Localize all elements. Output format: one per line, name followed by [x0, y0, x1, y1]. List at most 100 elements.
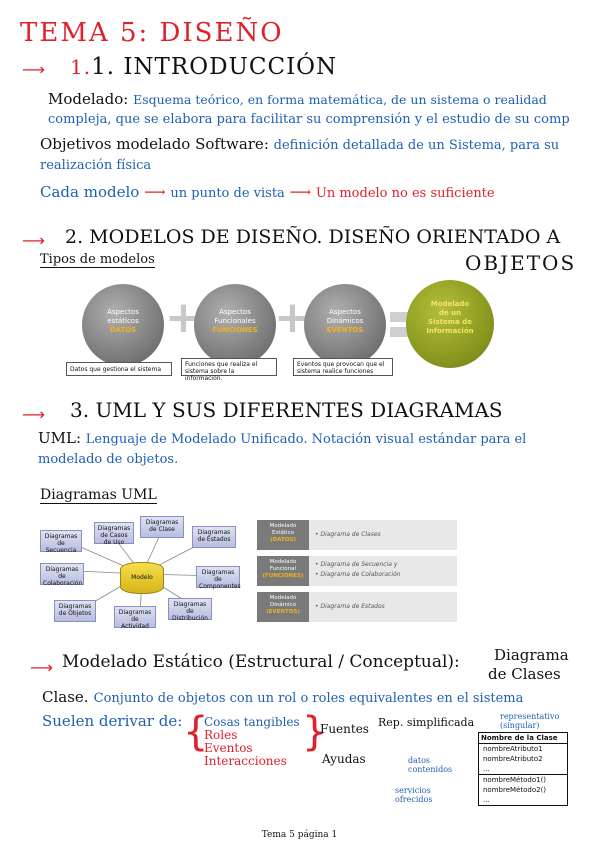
diagram-box: Diagramas de Clase [140, 516, 184, 538]
circle-line: Modelado [430, 300, 470, 308]
circle-line: Información [426, 327, 474, 335]
model-dark: Modelado Dinámico (EVENTOS) [257, 592, 309, 622]
circle-eventos: Aspectos Dinámicos EVENTOS [304, 284, 386, 366]
model-dark-line: Modelado [269, 595, 297, 601]
circle-line: Funcionales [214, 317, 256, 325]
model-light: • Diagrama de Estados [309, 592, 457, 622]
page-title: TEMA 5: DISEÑO [20, 18, 284, 48]
uml-line1: UML: Lenguaje de Modelado Unificado. Not… [38, 428, 598, 450]
diagram-box: Diagramas de Secuencia [40, 530, 82, 554]
circle-kw: DATOS [109, 326, 137, 334]
brace-right-icon: } [302, 709, 328, 755]
model-dark-line: Modelado [269, 523, 297, 529]
circle-line: estáticos [107, 317, 139, 325]
desc-datos: Datos que gestiona el sistema [66, 362, 172, 376]
de-clases-label: de Clases [488, 665, 561, 683]
section1-heading-text: 1. INTRODUCCIÓN [91, 54, 338, 80]
circle-line: Aspectos [329, 308, 361, 316]
model-dark-line: Funcional [269, 566, 297, 572]
model-dark: Modelado Funcional (FUNCIONES) [257, 556, 309, 586]
uml-method: ... [483, 796, 490, 804]
clase-label: Clase. [42, 688, 89, 706]
uml-attrs: nombreAtributo1 nombreAtributo2 ... [479, 744, 567, 775]
model-kw: (DATOS) [270, 537, 296, 543]
uml-attr: nombreAtributo2 [483, 755, 543, 763]
uml-method: nombreMétodo1() [483, 776, 547, 784]
suelen-derivar: Suelen derivar de: [42, 712, 183, 730]
diagram-box: Diagramas de Estados [192, 526, 236, 548]
modelo-cylinder: Modelo [120, 562, 164, 594]
model-item: • Diagrama de Clases [315, 531, 381, 538]
punto-de-vista: un punto de vista [170, 186, 285, 201]
model-kw: (FUNCIONES) [262, 573, 304, 579]
uml-class-name: Nombre de la Clase [479, 733, 567, 744]
desc-funciones: Funciones que realiza el sistema sobre l… [181, 358, 277, 382]
model-row-funcional: Modelado Funcional (FUNCIONES) • Diagram… [257, 556, 457, 586]
model-dark-line: Modelado [269, 559, 297, 565]
diagram-box: Diagramas de Actividad [114, 606, 156, 630]
diagram-box: Diagramas de Objetos [54, 600, 96, 622]
section3-heading: 3. UML Y SUS DIFERENTES DIAGRAMAS [70, 398, 503, 422]
circle-funciones: Aspectos Funcionales FUNCIONES [194, 284, 276, 366]
clase-text: Conjunto de objetos con un rol o roles e… [93, 691, 524, 706]
circle-kw: EVENTOS [326, 326, 364, 334]
uml-label: UML: [38, 429, 82, 447]
model-item: • Diagrama de Colaboración [315, 571, 401, 578]
model-light: • Diagrama de Secuencia y • Diagrama de … [309, 556, 457, 586]
equals-icon [390, 327, 420, 337]
uml-text-1: Lenguaje de Modelado Unificado. Notación… [85, 432, 527, 447]
diagrama-label: Diagrama [494, 646, 569, 664]
modelado-text-2: compleja, que se elabora para facilitar … [48, 112, 570, 127]
section2-heading: 2. MODELOS DE DISEÑO. DISEÑO ORIENTADO A [65, 226, 561, 248]
circle-line: Sistema de [428, 318, 472, 326]
uml-attr: nombreAtributo1 [483, 745, 543, 753]
uml-attr: ... [483, 765, 490, 773]
ayudas-label: Ayudas [322, 752, 366, 766]
circle-line: Aspectos [219, 308, 251, 316]
circle-line: Aspectos [107, 308, 139, 316]
model-row-estatico: Modelado Estático (DATOS) • Diagrama de … [257, 520, 457, 550]
arrow-icon: ⟶ [289, 183, 312, 201]
fuentes-label: Fuentes [320, 722, 369, 736]
clase-line: Clase. Conjunto de objetos con un rol o … [42, 687, 598, 706]
model-row-dinamico: Modelado Dinámico (EVENTOS) • Diagrama d… [257, 592, 457, 622]
circle-modelado-si: Modelado de un Sistema de Información [406, 280, 494, 368]
section1-heading: 1.1. INTRODUCCIÓN [70, 54, 338, 80]
uml-text-2: modelado de objetos. [38, 452, 179, 467]
objetivos-text-1: definición detallada de un Sistema, para… [273, 138, 560, 153]
circle-line: Dinámicos [326, 317, 364, 325]
uml-method: nombreMétodo2() [483, 786, 547, 794]
fuente-item: Roles [204, 728, 238, 742]
servicios-note: servicios ofrecidos [395, 786, 433, 804]
no-suficiente: Un modelo no es suficiente [315, 186, 495, 201]
modelado-label: Modelado: [48, 90, 129, 108]
page-footer: Tema 5 página 1 [261, 830, 338, 840]
equals-icon [390, 312, 420, 322]
arrow-icon: ⟶ [22, 231, 45, 250]
rep-simplificada: Rep. simplificada [378, 716, 475, 729]
arrow-icon: ⟶ [144, 183, 166, 201]
model-dark-line: Dinámico [270, 602, 296, 608]
section2-heading-2: OBJETOS [465, 251, 577, 275]
fuente-item: Eventos [204, 741, 253, 755]
section4-heading: Modelado Estático (Estructural / Concept… [62, 652, 460, 672]
model-kw: (EVENTOS) [266, 609, 300, 615]
model-light: • Diagrama de Clases [309, 520, 457, 550]
tipos-de-modelos: Tipos de modelos [40, 252, 155, 268]
diagram-box: Diagramas de Distribución [168, 598, 212, 622]
circle-kw: FUNCIONES [212, 326, 258, 334]
objetivos-line1: Objetivos modelado Software: definición … [40, 134, 595, 156]
fuente-item: Interacciones [204, 754, 287, 768]
diagram-box: Diagramas de Colaboración [40, 563, 84, 587]
fuente-item: Cosas tangibles [204, 715, 300, 729]
uml-methods: nombreMétodo1() nombreMétodo2() ... [479, 775, 567, 805]
arrow-icon: ⟶ [30, 658, 53, 677]
objetivos-label: Objetivos modelado Software: [40, 135, 269, 153]
model-dark: Modelado Estático (DATOS) [257, 520, 309, 550]
uml-class-box: Nombre de la Clase nombreAtributo1 nombr… [478, 732, 568, 806]
diagramas-uml: Diagramas UML [40, 487, 157, 504]
representativo-note: representativo (singular) [500, 712, 560, 730]
objetivos-text-2: realización física [40, 158, 152, 173]
diagram-box: Diagramas de Componentes [196, 566, 241, 590]
fuentes-list: Cosas tangibles Roles Eventos Interaccio… [204, 716, 300, 768]
